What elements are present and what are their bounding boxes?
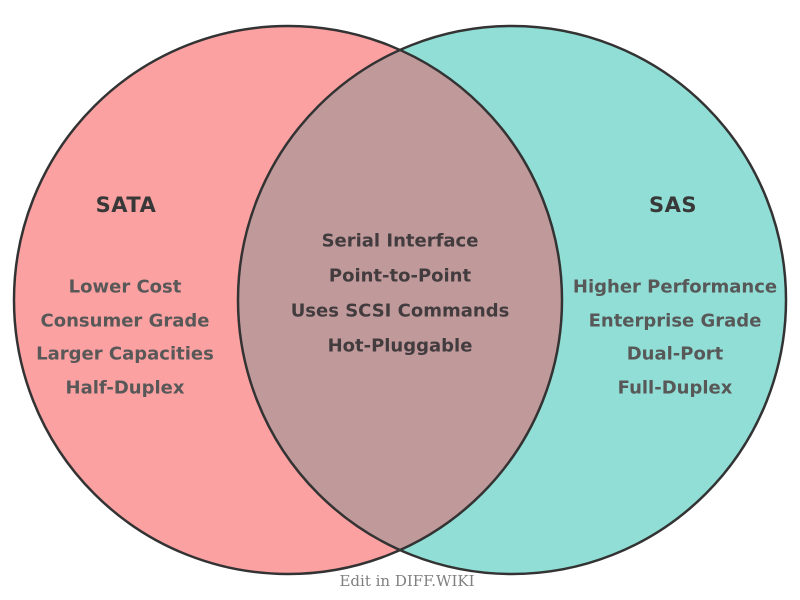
- sata-item: Half-Duplex: [65, 377, 185, 399]
- sas-item: Enterprise Grade: [588, 310, 762, 332]
- shared-item: Hot-Pluggable: [327, 335, 473, 357]
- edit-in-diffwiki-link[interactable]: Edit in DIFF.WIKI: [339, 572, 475, 590]
- sas-circle-outline: [236, 24, 788, 576]
- sas-item: Higher Performance: [572, 276, 778, 298]
- sata-item: Lower Cost: [68, 276, 182, 298]
- shared-item: Point-to-Point: [328, 265, 472, 287]
- sas-item: Dual-Port: [626, 343, 724, 365]
- overlap-region: [238, 26, 562, 574]
- sata-title: SATA: [95, 193, 157, 217]
- sas-item: Full-Duplex: [617, 377, 733, 399]
- sas-title: SAS: [648, 193, 698, 217]
- shared-item: Uses SCSI Commands: [290, 300, 510, 322]
- sata-item: Consumer Grade: [40, 310, 210, 332]
- sata-item: Larger Capacities: [36, 343, 214, 365]
- shared-item: Serial Interface: [321, 230, 479, 252]
- sata-circle-outline: [12, 24, 564, 576]
